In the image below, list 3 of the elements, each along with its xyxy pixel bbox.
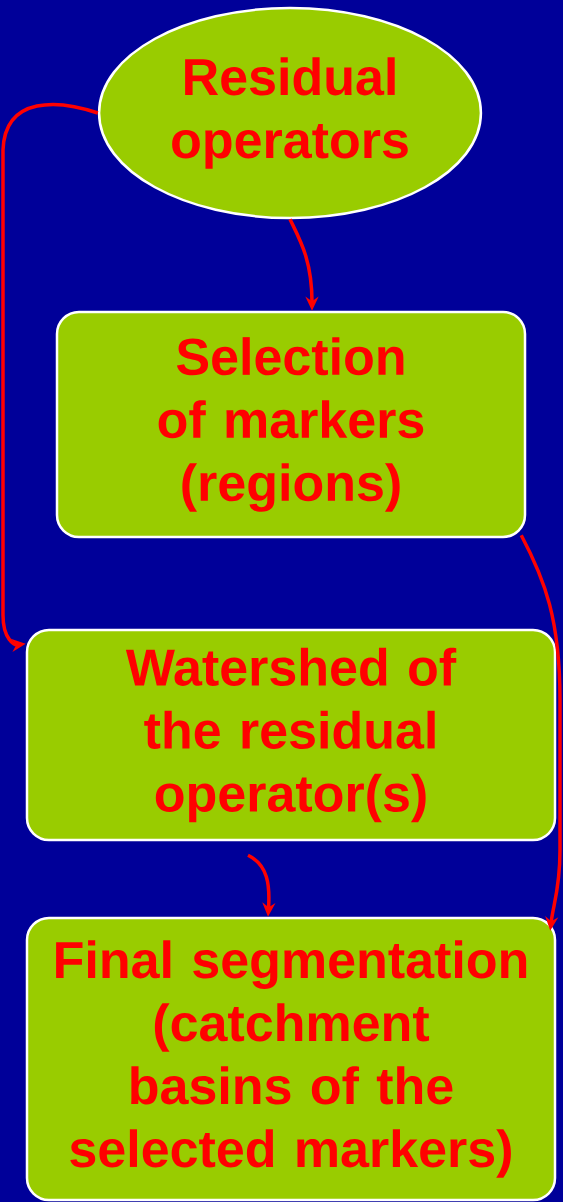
process-box: Final segmentation (catchment basins of the selected markers) — [25, 916, 557, 1202]
process-box: Selection of markers (regions) — [55, 310, 527, 539]
process-box: Watershed of the residual operator(s) — [25, 628, 557, 842]
